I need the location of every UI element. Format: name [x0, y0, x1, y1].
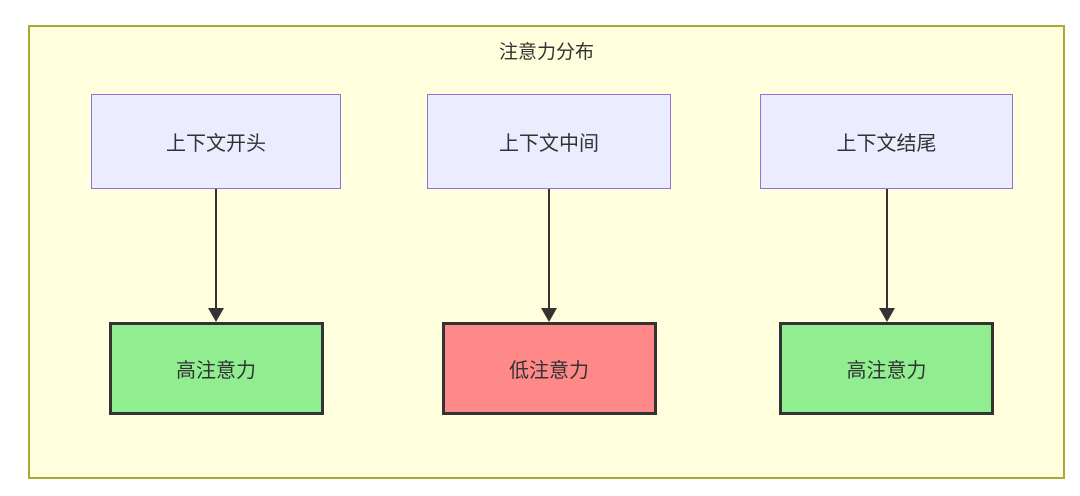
- arrow-shaft: [548, 189, 550, 308]
- arrow-head-icon: [541, 308, 557, 322]
- arrow-shaft: [885, 189, 888, 308]
- arrow-down-icon: [541, 189, 557, 322]
- node-context-start: 上下文开头: [91, 94, 341, 189]
- diagram-column-start: 上下文开头 高注意力: [91, 94, 341, 415]
- arrow-head-icon: [208, 308, 224, 322]
- attention-distribution-container: 注意力分布 上下文开头 高注意力 上下文中间 低注意力 上下文结尾 高注意力: [28, 25, 1065, 479]
- node-high-attention-1: 高注意力: [108, 322, 324, 415]
- node-context-middle: 上下文中间: [427, 94, 671, 189]
- arrow-shaft: [215, 189, 217, 308]
- arrow-down-icon: [208, 189, 224, 322]
- node-high-attention-2: 高注意力: [779, 322, 994, 415]
- arrow-head-icon: [878, 308, 895, 322]
- diagram-column-middle: 上下文中间 低注意力: [427, 94, 671, 415]
- diagram-title: 注意力分布: [498, 42, 594, 63]
- node-context-end: 上下文结尾: [760, 94, 1013, 189]
- node-low-attention: 低注意力: [441, 322, 657, 415]
- diagram-column-end: 上下文结尾 高注意力: [760, 94, 1013, 415]
- arrow-down-icon: [878, 189, 895, 322]
